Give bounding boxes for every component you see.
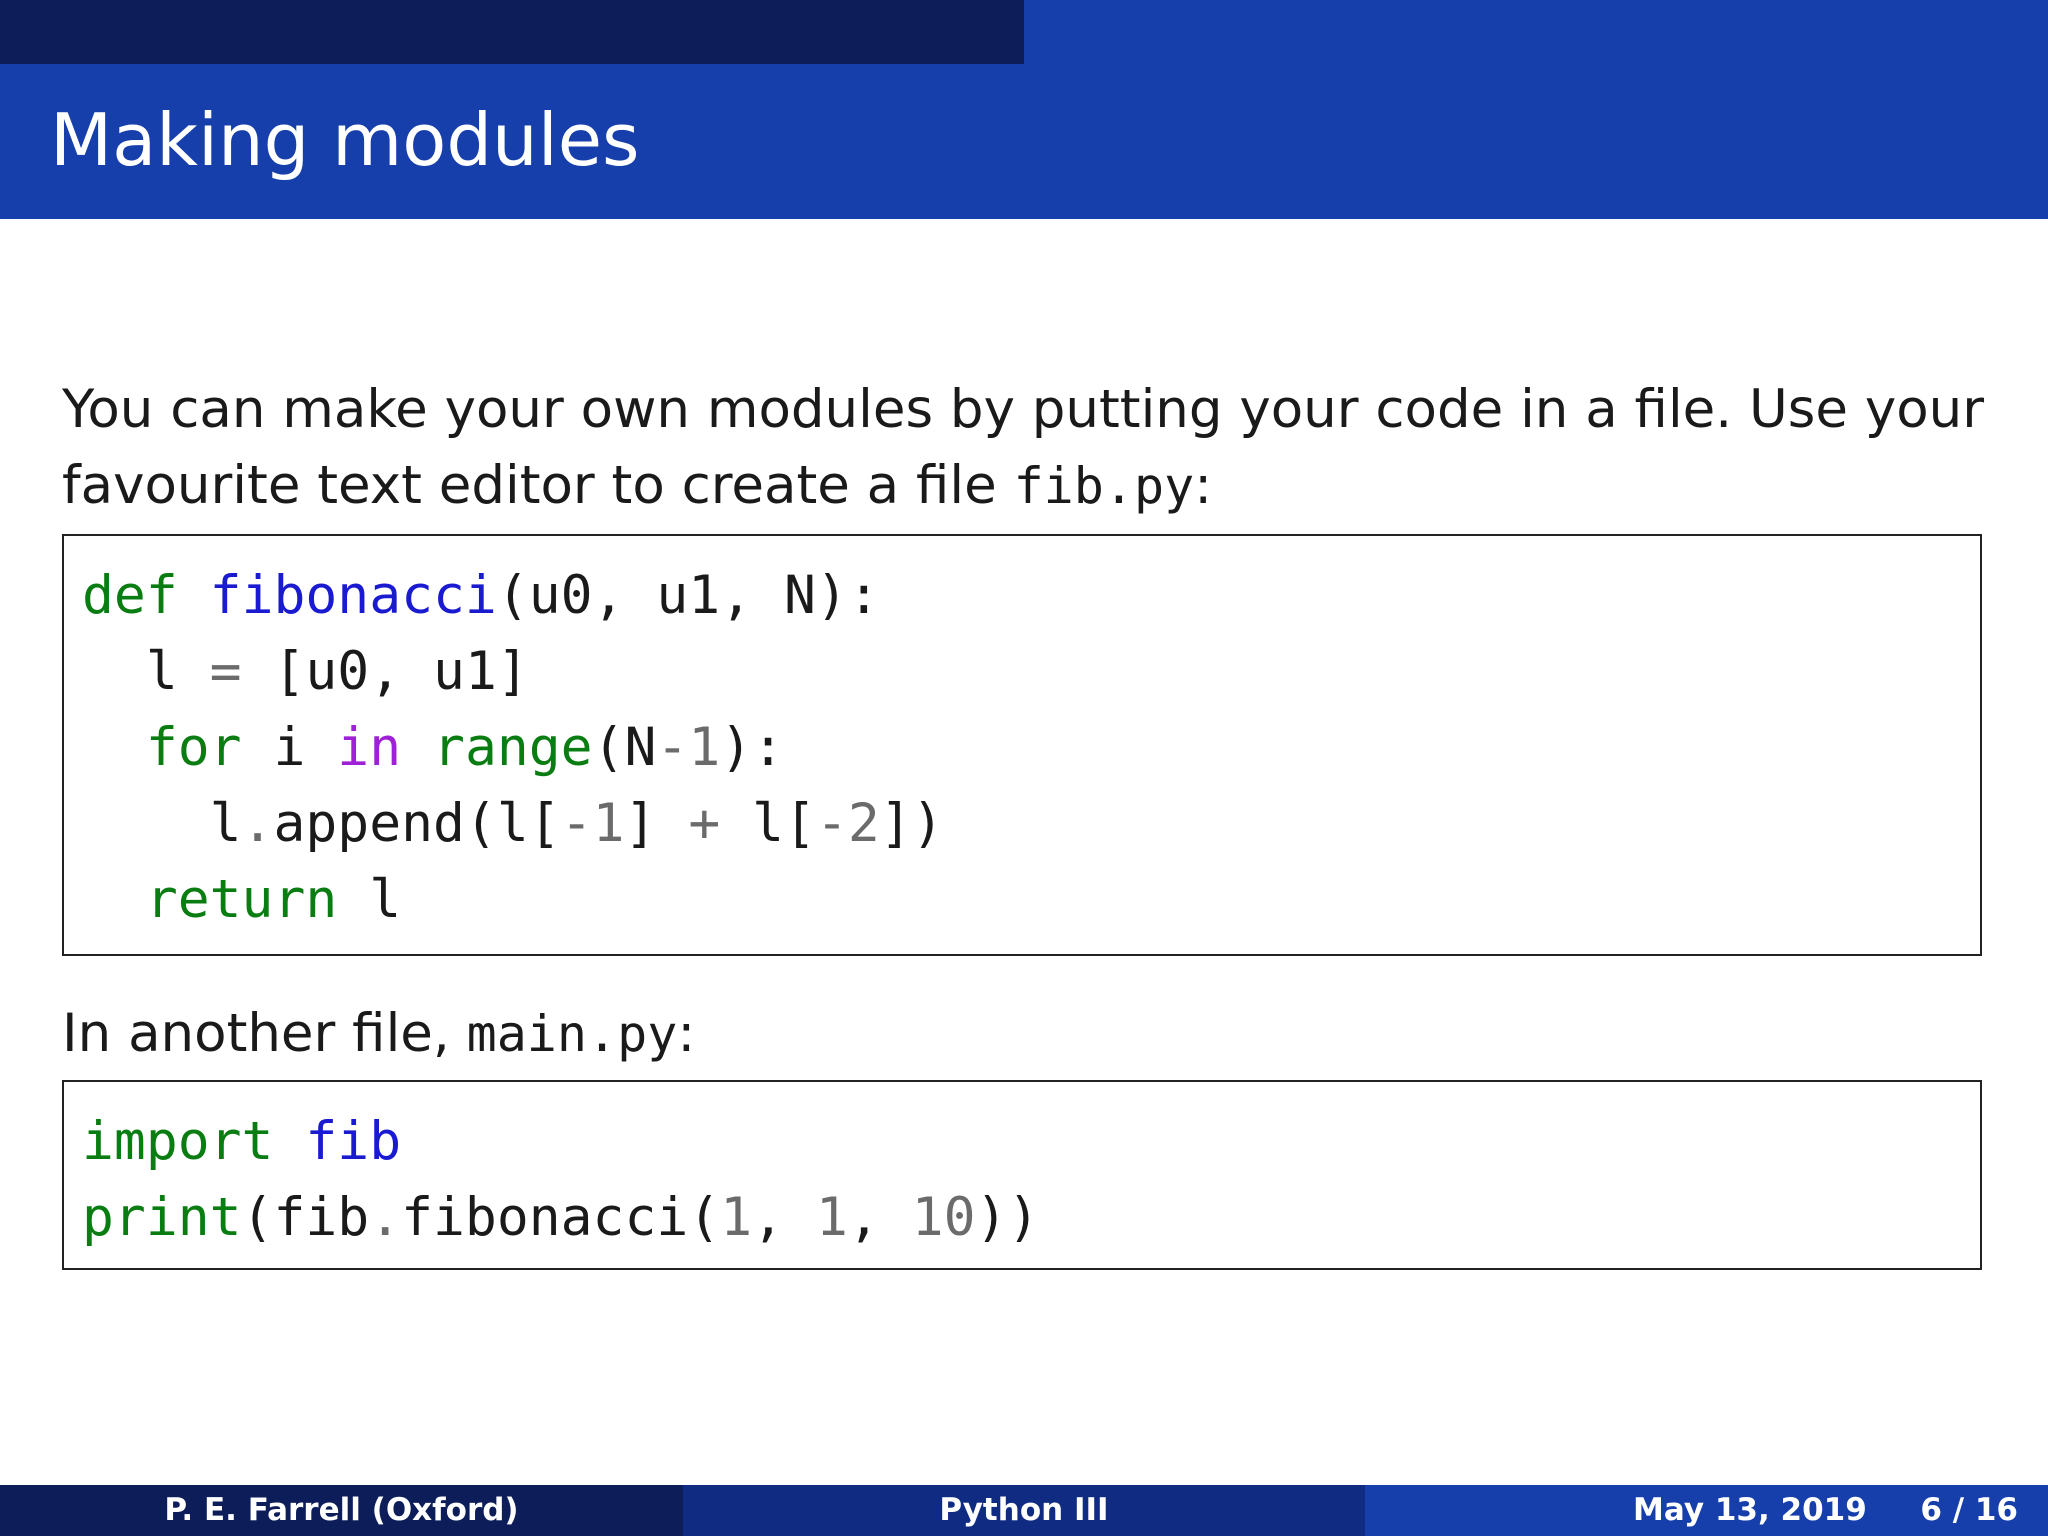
intro-line-2-text: favourite text editor to create a file xyxy=(62,455,1014,516)
footer-course: Python III xyxy=(683,1485,1365,1536)
code-function-name: fibonacci xyxy=(209,565,497,626)
title-bar: Making modules xyxy=(0,64,2048,219)
code-block-fib: def fibonacci(u0, u1, N): l = [u0, u1] f… xyxy=(62,534,1982,956)
footer-course-text: Python III xyxy=(939,1492,1109,1528)
footer-author-text: P. E. Farrell (Oxford) xyxy=(164,1492,519,1528)
intro-line-2: favourite text editor to create a file f… xyxy=(62,448,1984,524)
code-operator: . xyxy=(369,1187,402,1248)
code-text: , xyxy=(752,1187,816,1248)
second-text: In another file, xyxy=(62,1003,467,1064)
code-operator: + xyxy=(688,793,721,854)
code-operator: - xyxy=(656,717,689,778)
code-number: 2 xyxy=(847,793,880,854)
code-operator: - xyxy=(816,793,848,854)
code-number: 1 xyxy=(688,717,721,778)
code-line-5: return l xyxy=(82,862,1962,938)
code-text: l xyxy=(209,793,242,854)
code-space xyxy=(273,1111,305,1172)
code-text: (fib xyxy=(241,1187,370,1248)
second-filename: main.py xyxy=(466,1005,678,1063)
code-builtin: range xyxy=(433,717,593,778)
intro-filename: fib.py xyxy=(1013,457,1195,515)
code-line-3: for i in range(N-1): xyxy=(82,710,1962,786)
code-text: append(l[ xyxy=(273,793,561,854)
code-number: 1 xyxy=(815,1187,848,1248)
code-module-name: fib xyxy=(305,1111,402,1172)
code-number: 1 xyxy=(720,1187,753,1248)
code-operator: - xyxy=(560,793,593,854)
code-space xyxy=(401,717,433,778)
code-number: 10 xyxy=(911,1187,976,1248)
code-line-4: l.append(l[-1] + l[-2]) xyxy=(82,786,1962,862)
code-text: (N xyxy=(592,717,657,778)
code-text: [u0, u1] xyxy=(241,641,529,702)
intro-paragraph: You can make your own modules by putting… xyxy=(62,372,1984,524)
code-line-2: print(fib.fibonacci(1, 1, 10)) xyxy=(82,1180,1962,1256)
code-text: ): xyxy=(720,717,785,778)
code-line-2: l = [u0, u1] xyxy=(82,634,1962,710)
code-block-main: import fib print(fib.fibonacci(1, 1, 10)… xyxy=(62,1080,1982,1270)
code-text: l xyxy=(337,869,402,930)
code-text: fibonacci( xyxy=(401,1187,721,1248)
footer-author: P. E. Farrell (Oxford) xyxy=(0,1485,683,1536)
code-keyword: def xyxy=(82,565,178,626)
footer-bar: P. E. Farrell (Oxford) Python III May 13… xyxy=(0,1485,2048,1536)
code-builtin: print xyxy=(82,1187,242,1248)
code-operator: = xyxy=(209,641,242,702)
code-keyword: for xyxy=(145,717,242,778)
code-text: , xyxy=(847,1187,912,1248)
footer-date: May 13, 2019 xyxy=(1633,1492,1867,1528)
code-line-1: def fibonacci(u0, u1, N): xyxy=(82,558,1962,634)
second-paragraph: In another file, main.py: xyxy=(62,996,695,1072)
code-keyword: return xyxy=(145,869,338,930)
code-line-1: import fib xyxy=(82,1104,1962,1180)
code-text: ]) xyxy=(879,793,944,854)
code-text: (u0, u1, N): xyxy=(496,565,880,626)
code-operator: . xyxy=(241,793,274,854)
second-suffix: : xyxy=(677,1003,696,1064)
footer-page-number: 6 / 16 xyxy=(1920,1492,2018,1528)
code-text: )) xyxy=(975,1187,1040,1248)
footer-date-page: May 13, 2019 6 / 16 xyxy=(1365,1485,2048,1536)
header-strip-dark xyxy=(0,0,1024,64)
code-text: l[ xyxy=(720,793,816,854)
code-text: l xyxy=(145,641,210,702)
code-text: ] xyxy=(624,793,689,854)
code-text: i xyxy=(241,717,338,778)
intro-suffix: : xyxy=(1194,455,1213,516)
code-number: 1 xyxy=(592,793,625,854)
code-keyword-in: in xyxy=(337,717,402,778)
slide-title: Making modules xyxy=(50,98,640,182)
code-keyword: import xyxy=(82,1111,274,1172)
intro-line-1: You can make your own modules by putting… xyxy=(62,379,1985,440)
